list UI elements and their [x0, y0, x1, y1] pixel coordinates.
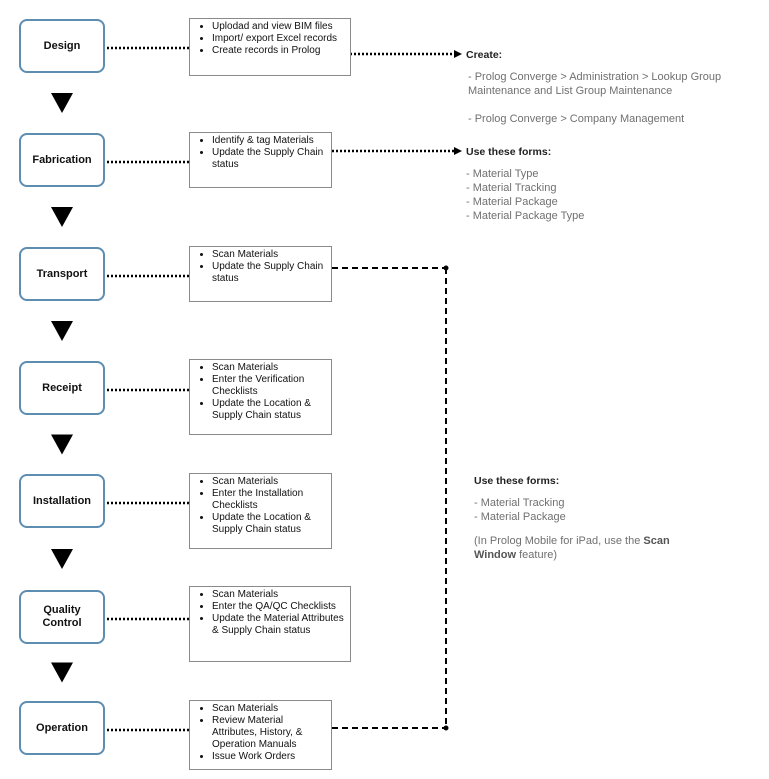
stage-design: Design [19, 19, 105, 73]
create-heading: Create: [466, 49, 503, 61]
note-item: Review Material Attributes, History, & O… [212, 715, 327, 751]
stage-operation: Operation [19, 701, 105, 755]
create-line-1: - Prolog Converge > Administration > Loo… [468, 71, 722, 97]
note-operation: Scan Materials Review Material Attribute… [189, 700, 332, 770]
note-installation: Scan Materials Enter the Installation Ch… [189, 473, 332, 549]
note-item: Update the Location & Supply Chain statu… [212, 512, 327, 536]
stage-label: Operation [36, 721, 88, 734]
forms-heading: Use these forms: [466, 146, 552, 158]
forms-heading: Use these forms: [474, 475, 560, 487]
form-item: - Material Tracking [474, 497, 565, 509]
form-item: - Material Package [474, 511, 566, 523]
form-item: - Material Tracking [466, 182, 557, 194]
note-receipt: Scan Materials Enter the Verification Ch… [189, 359, 332, 435]
note-item: Scan Materials [212, 362, 327, 374]
stage-label: Transport [36, 267, 88, 280]
stage-installation: Installation [19, 474, 105, 528]
down-arrow-icon [51, 549, 73, 569]
down-arrow-icon [51, 93, 73, 113]
forms-info-2: Use these forms: - Material Tracking - M… [474, 474, 744, 562]
stage-receipt: Receipt [19, 361, 105, 415]
bracket-top-dot [443, 265, 449, 271]
stage-transport: Transport [19, 247, 105, 301]
ipad-note-prefix: (In Prolog Mobile for iPad, use the [474, 535, 644, 547]
down-arrow-icon [51, 321, 73, 341]
note-item: Update the Location & Supply Chain statu… [212, 398, 327, 422]
stage-quality-control: Quality Control [19, 590, 105, 644]
create-line-2: - Prolog Converge > Company Management [468, 113, 685, 125]
ipad-note: (In Prolog Mobile for iPad, use the Scan… [474, 534, 714, 562]
note-item: Update the Supply Chain status [212, 261, 327, 285]
note-design: Uplodad and view BIM files Import/ expor… [189, 18, 351, 76]
note-quality-control: Scan Materials Enter the QA/QC Checklist… [189, 586, 351, 662]
note-item: Enter the Installation Checklists [212, 488, 327, 512]
note-item: Create records in Prolog [212, 45, 346, 57]
ipad-note-suffix: feature) [516, 549, 558, 561]
form-item: - Material Package [466, 196, 558, 208]
bracket-bottom-dot [443, 725, 449, 731]
note-item: Scan Materials [212, 589, 346, 601]
ipad-note-bold: Scan Window [474, 535, 670, 561]
note-item: Update the Material Attributes & Supply … [212, 613, 346, 637]
create-info: Create: - Prolog Converge > Administrati… [466, 48, 756, 126]
stage-label: Fabrication [32, 153, 92, 166]
fabrication-to-forms-link [332, 147, 462, 155]
dashed-bracket [332, 267, 447, 729]
note-item: Issue Work Orders [212, 751, 327, 763]
note-item: Scan Materials [212, 703, 327, 715]
stage-label: Installation [32, 494, 92, 507]
down-arrow-icon [51, 207, 73, 227]
stage-label: Quality Control [42, 604, 82, 629]
note-fabrication: Identify & tag Materials Update the Supp… [189, 132, 332, 188]
form-item: - Material Type [466, 168, 539, 180]
note-item: Enter the QA/QC Checklists [212, 601, 346, 613]
note-item: Import/ export Excel records [212, 33, 346, 45]
down-arrow-icon [51, 434, 73, 455]
forms-info-1: Use these forms: - Material Type - Mater… [466, 145, 756, 223]
note-item: Update the Supply Chain status [212, 147, 327, 171]
note-item: Scan Materials [212, 249, 327, 261]
note-item: Scan Materials [212, 476, 327, 488]
note-item: Enter the Verification Checklists [212, 374, 327, 398]
note-transport: Scan Materials Update the Supply Chain s… [189, 246, 332, 302]
note-item: Uplodad and view BIM files [212, 21, 346, 33]
stage-label: Design [43, 39, 81, 52]
stage-fabrication: Fabrication [19, 133, 105, 187]
down-arrow-icon [51, 662, 73, 683]
note-item: Identify & tag Materials [212, 135, 327, 147]
stage-label: Receipt [42, 381, 82, 394]
design-to-create-link [350, 50, 462, 58]
form-item: - Material Package Type [466, 210, 585, 222]
